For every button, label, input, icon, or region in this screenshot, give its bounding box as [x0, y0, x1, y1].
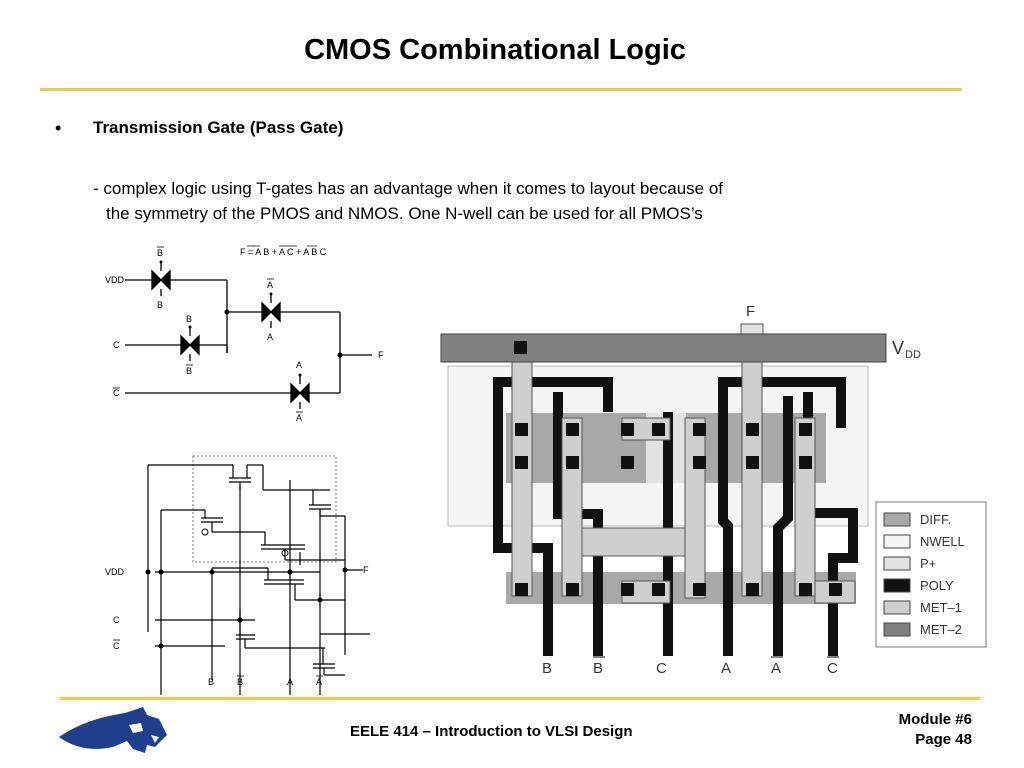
- layout-label-c: C: [656, 660, 667, 677]
- layout-f-label: F: [746, 303, 755, 320]
- gate3-top-label: B: [186, 314, 192, 324]
- page-number: Page 48: [915, 731, 972, 748]
- transistor-circuit-diagram: VDD C C F B B A A: [105, 455, 370, 695]
- layout-vdd-label: V: [892, 338, 904, 358]
- input-a-label: A: [287, 677, 293, 687]
- output-f-label: F: [378, 350, 384, 360]
- body-text-line-1: - complex logic using T-gates has an adv…: [93, 179, 724, 198]
- gate3-bottom-label: B: [186, 366, 192, 376]
- cougar-logo: [59, 707, 167, 753]
- vdd-label-2: VDD: [105, 567, 125, 577]
- input-c-label-2: C: [113, 615, 120, 625]
- output-f-label-2: F: [363, 565, 369, 575]
- layout-label-a: A: [721, 660, 731, 677]
- layout-label-bbar: B: [593, 660, 603, 677]
- module-number: Module #6: [898, 711, 972, 728]
- legend-swatch: [883, 512, 911, 527]
- course-title: EELE 414 – Introduction to VLSI Design: [350, 723, 633, 740]
- legend-swatch: [883, 534, 911, 549]
- logic-equation: F = A B + A C + A B C: [240, 247, 327, 257]
- input-b-label: B: [208, 677, 214, 687]
- input-c-label: C: [113, 340, 120, 350]
- slide-title: CMOS Combinational Logic: [304, 34, 686, 66]
- input-bbar-label: B: [237, 677, 243, 687]
- legend-swatch: [883, 556, 911, 571]
- legend-swatch: [883, 578, 911, 593]
- legend-swatch: [883, 600, 911, 615]
- body-text-line-2: the symmetry of the PMOS and NMOS. One N…: [106, 204, 703, 223]
- legend-label: P+: [920, 556, 936, 571]
- input-cbar-label-2: C: [113, 641, 120, 651]
- input-cbar-label: C: [113, 388, 120, 398]
- vdd-label: VDD: [105, 275, 125, 285]
- layout-label-cbar: C: [827, 660, 838, 677]
- gate2-top-label: A: [267, 280, 273, 290]
- gate2-bottom-label: A: [267, 332, 273, 342]
- layout-label-b: B: [542, 660, 552, 677]
- legend-swatch: [883, 622, 911, 637]
- gate4-top-label: A: [296, 360, 302, 370]
- tgate-circuit-diagram: F = A B + A C + A B C VDD C C F B B A A …: [105, 245, 384, 423]
- input-abar-label: A: [316, 677, 322, 687]
- bullet-heading: Transmission Gate (Pass Gate): [93, 118, 344, 137]
- gate1-bottom-label: B: [157, 300, 163, 310]
- layout-label-abar: A: [771, 660, 781, 677]
- footer-divider: [60, 697, 980, 700]
- legend-label: NWELL: [920, 534, 965, 549]
- layout-vdd-subscript: DD: [905, 349, 921, 361]
- gate4-bottom-label: A: [296, 413, 302, 423]
- gate1-top-label: B: [157, 248, 163, 258]
- legend-label: DIFF.: [920, 512, 951, 527]
- bullet-marker: •: [55, 118, 62, 138]
- layout-diagram: F V DD B B C A A C DIFF. NWELL P+ POLY MET–1…: [440, 303, 987, 677]
- legend-label: MET–1: [920, 600, 962, 615]
- legend-label: POLY: [920, 578, 954, 593]
- legend-label: MET–2: [920, 622, 962, 637]
- title-divider: [40, 88, 962, 91]
